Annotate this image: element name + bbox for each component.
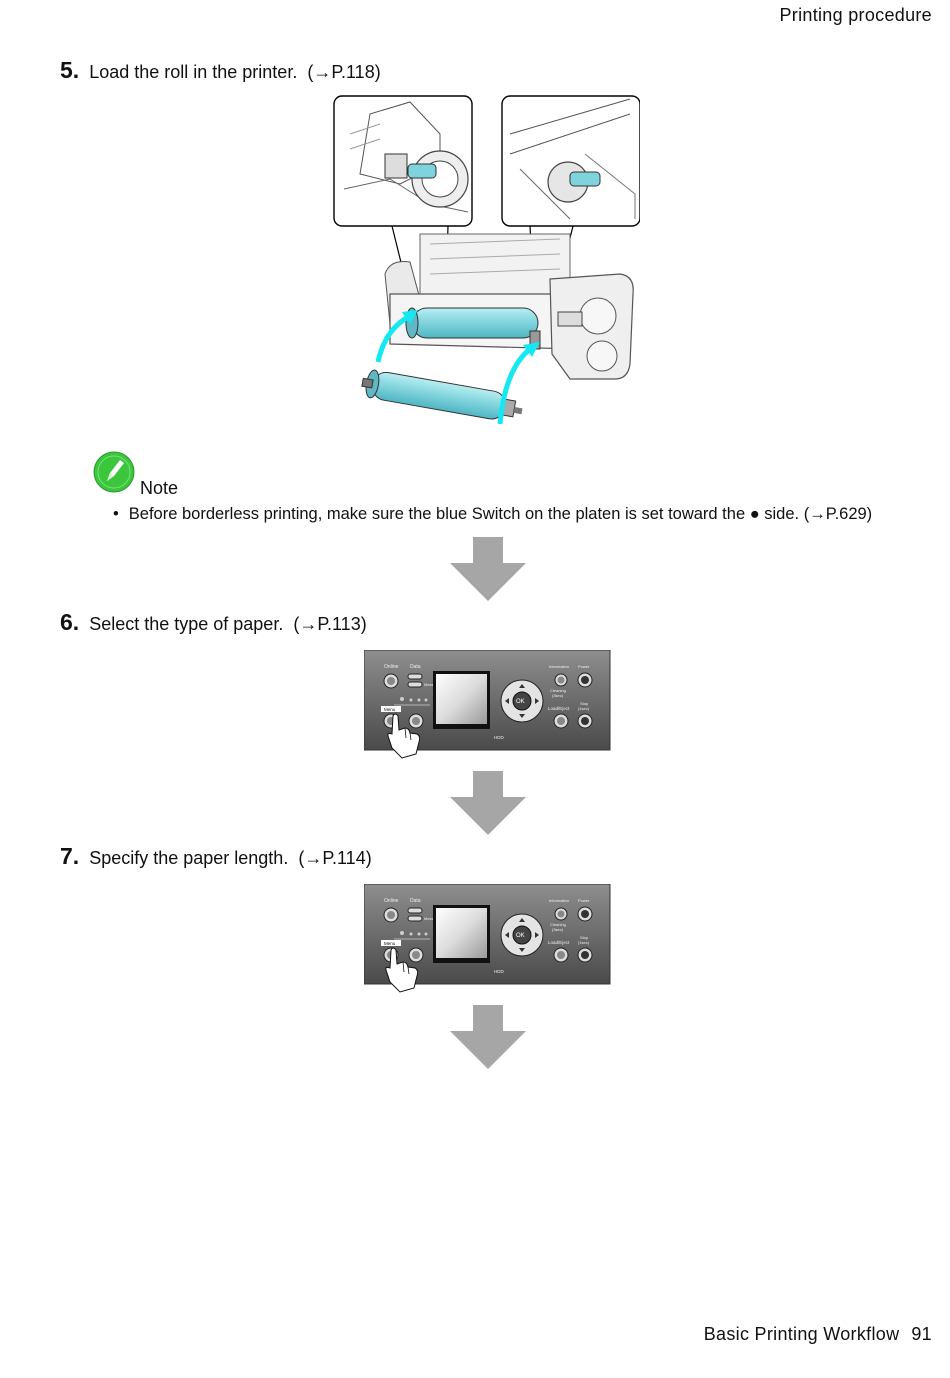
ok-label: OK xyxy=(516,933,525,939)
data-label: Data xyxy=(410,898,421,904)
printer-roll-illustration xyxy=(330,94,640,439)
step-7: 7. Specify the paper length. (→P.114) xyxy=(60,843,372,870)
step-5: 5. Load the roll in the printer. (→P.118… xyxy=(60,57,381,84)
step-number: 7. xyxy=(60,843,80,869)
information-label: Information xyxy=(549,664,569,669)
menu-label: Menu xyxy=(384,941,396,946)
running-header: Printing procedure xyxy=(779,5,932,25)
note-pencil-icon xyxy=(93,451,135,493)
note-item-text: Before borderless printing, make sure th… xyxy=(128,505,873,523)
note-item: • Before borderless printing, make sure t… xyxy=(113,505,872,524)
flow-down-arrow-icon xyxy=(450,771,526,835)
online-label: Online xyxy=(384,664,399,670)
message-label: Message xyxy=(424,682,441,687)
step-text: Specify the paper length. xyxy=(89,848,289,868)
operation-panel-illustration: Online Data Message Menu HDD OK Informat… xyxy=(364,884,612,996)
hdd-label: HDD xyxy=(494,969,504,974)
power-label: Power xyxy=(578,664,590,669)
ok-label: OK xyxy=(516,699,525,705)
data-label: Data xyxy=(410,664,421,670)
hdd-label: HDD xyxy=(494,735,504,740)
step-number: 6. xyxy=(60,609,80,635)
flow-down-arrow-icon xyxy=(450,537,526,601)
step-6: 6. Select the type of paper. (→P.113) xyxy=(60,609,367,636)
page-reference-link[interactable]: (→P.114) xyxy=(298,848,372,868)
page-reference-link[interactable]: (→P.113) xyxy=(293,614,367,634)
cleaning-label: Cleaning xyxy=(550,922,566,927)
cleaning-sub-label: (3sec) xyxy=(552,927,564,932)
note-label: Note xyxy=(140,478,179,498)
menu-label: Menu xyxy=(384,707,396,712)
page-footer: Basic Printing Workflow 91 xyxy=(704,1324,932,1345)
step-text: Select the type of paper. xyxy=(89,614,284,634)
power-label: Power xyxy=(578,898,590,903)
stop-sub-label: (1sec) xyxy=(578,706,590,711)
message-label: Message xyxy=(424,916,441,921)
cleaning-label: Cleaning xyxy=(550,688,566,693)
stop-label: Stop xyxy=(580,701,589,706)
stop-sub-label: (1sec) xyxy=(578,940,590,945)
bullet: • xyxy=(113,505,119,523)
footer-section: Basic Printing Workflow xyxy=(703,1324,900,1344)
cleaning-sub-label: (3sec) xyxy=(552,693,564,698)
load-eject-label: Load/Eject xyxy=(548,706,570,711)
page-number: 91 xyxy=(911,1324,932,1344)
page-reference-link[interactable]: (→P.118) xyxy=(307,62,381,82)
information-label: Information xyxy=(549,898,569,903)
online-label: Online xyxy=(384,898,399,904)
step-number: 5. xyxy=(60,57,80,83)
flow-down-arrow-icon xyxy=(450,1005,526,1069)
operation-panel-illustration: Online Data Message Menu HDD OK Informat… xyxy=(364,650,612,762)
stop-label: Stop xyxy=(580,935,589,940)
step-text: Load the roll in the printer. xyxy=(89,62,298,82)
load-eject-label: Load/Eject xyxy=(548,940,570,945)
